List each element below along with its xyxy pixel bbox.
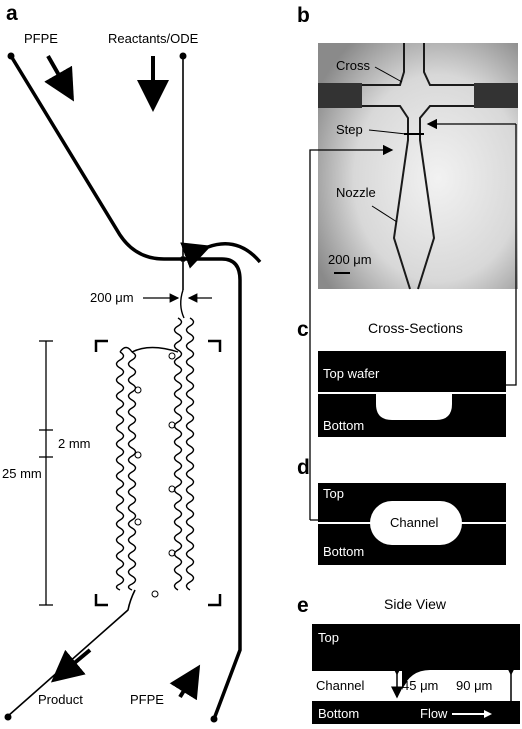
- region-brackets: [94, 339, 222, 607]
- label-pfpe-inlet: PFPE: [24, 31, 58, 46]
- label-bottom-wafer: Bottom: [323, 418, 364, 433]
- cross-pointer: [374, 66, 403, 83]
- pfpe-right-port: [210, 715, 218, 723]
- label-flow: Flow: [420, 706, 448, 721]
- panel-c: c Cross-Sections Top wafer Bottom: [297, 318, 506, 437]
- pfpe-flow-arrow: [44, 55, 74, 102]
- right-inlet-dark: [474, 83, 518, 108]
- product-outlet-channel: [7, 589, 136, 717]
- full-channel: [370, 501, 462, 545]
- serpentine-entry: [180, 289, 185, 319]
- curved-flow-arrow: [180, 242, 262, 269]
- shallow-channel: [312, 671, 402, 700]
- label-bottom: Bottom: [323, 544, 364, 559]
- label-step: Step: [336, 122, 363, 137]
- connector-c: [506, 124, 517, 386]
- bottom-layer: [312, 701, 520, 724]
- panel-letter-e: e: [297, 594, 309, 617]
- label-side-channel: Channel: [316, 678, 365, 693]
- connector-d: [309, 144, 394, 520]
- product-port: [4, 713, 12, 721]
- panel-e: e Side View Top Channel 45 μm 90 μm Bott…: [297, 594, 520, 724]
- label-2mm: 2 mm: [58, 436, 91, 451]
- left-inlet-dark: [318, 83, 362, 108]
- panel-letter-a: a: [6, 2, 18, 25]
- product-flow-arrow: [50, 648, 92, 683]
- label-pfpe-bottom: PFPE: [130, 692, 164, 707]
- support-posts: [134, 352, 176, 598]
- label-side-top: Top: [318, 630, 339, 645]
- pfpe-right-channel: [183, 257, 242, 720]
- serpentine-channel: [115, 289, 195, 591]
- serpentine-left-column: [115, 346, 179, 591]
- label-45um: 45 μm: [402, 678, 438, 693]
- side-view-title: Side View: [384, 596, 447, 612]
- panel-a: a PFPE Reactants/ODE 200 μm: [2, 2, 262, 723]
- cross-sections-title: Cross-Sections: [368, 320, 463, 336]
- label-reactants-inlet: Reactants/ODE: [108, 31, 199, 46]
- panel-letter-b: b: [297, 4, 310, 27]
- label-product: Product: [38, 692, 83, 707]
- serpentine-right-column: [173, 317, 195, 591]
- half-channel: [376, 394, 452, 420]
- label-top: Top: [323, 486, 344, 501]
- pfpe-bottom-flow-arrow: [169, 664, 201, 701]
- channel-gap: [312, 698, 520, 700]
- label-channel: Channel: [390, 515, 439, 530]
- step-pointer: [368, 129, 407, 135]
- panel-letter-c: c: [297, 318, 309, 341]
- label-side-bottom: Bottom: [318, 706, 359, 721]
- label-width-200um: 200 μm: [90, 290, 134, 305]
- flow-arrow-head: [484, 710, 492, 718]
- label-scale-200um: 200 μm: [328, 252, 372, 267]
- label-90um: 90 μm: [456, 678, 492, 693]
- panel-letter-d: d: [297, 456, 310, 479]
- label-nozzle: Nozzle: [336, 185, 376, 200]
- panel-b: b Cross Step Nozzle 200 μm: [297, 4, 518, 521]
- label-cross: Cross: [336, 58, 370, 73]
- label-top-wafer: Top wafer: [323, 366, 380, 381]
- panel-d: d Channel Top Bottom: [297, 456, 506, 565]
- pfpe-inlet-channel: [9, 55, 183, 261]
- label-25mm: 25 mm: [2, 466, 42, 481]
- nozzle-pointer: [371, 205, 398, 223]
- length-scale-bar: [39, 340, 53, 606]
